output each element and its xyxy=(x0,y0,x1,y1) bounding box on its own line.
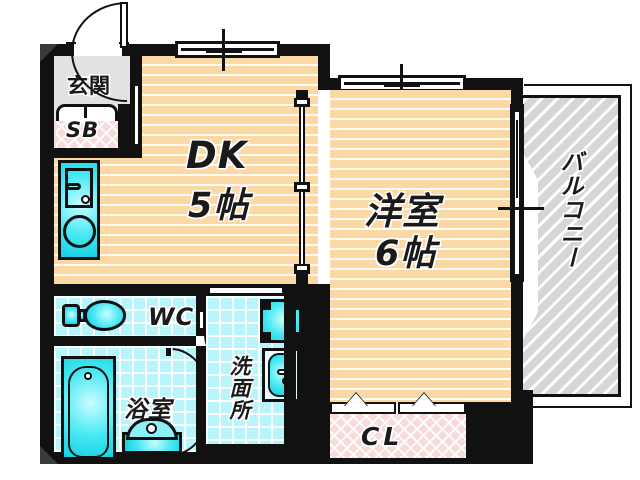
closet-door-left-arrow xyxy=(344,392,368,406)
fixture-toilet-bowl xyxy=(84,300,126,331)
balcony-door-tick-v xyxy=(520,194,523,222)
wall-left-outer xyxy=(40,44,54,464)
sliding-door-jamb-bottom-slot xyxy=(297,266,307,270)
room-bedroom-floor xyxy=(330,90,511,402)
window-dk-tick-v xyxy=(222,29,225,71)
label-closet: CL xyxy=(361,422,404,451)
balcony-rail-bottom xyxy=(519,394,621,397)
balcony-rail-right xyxy=(618,95,621,397)
sink-faucet xyxy=(66,183,81,190)
sink-knob xyxy=(81,195,90,204)
wall-washroom-right xyxy=(284,296,296,452)
wall-bedroom-left2 xyxy=(308,284,330,464)
bathtub-drain xyxy=(84,372,92,380)
wall-right-bedroom-upper xyxy=(511,78,523,108)
washer-corner-bl xyxy=(263,332,271,340)
room-balcony xyxy=(520,96,620,396)
wall-step-vertical xyxy=(318,44,330,90)
window-dk-tick-h xyxy=(206,51,242,53)
balcony-outer-frame xyxy=(524,84,632,408)
room-closet-floor xyxy=(330,414,466,458)
wall-bath-washroom xyxy=(196,296,206,312)
label-dk-area: 5帖 xyxy=(188,186,250,226)
bath-basin-knob xyxy=(146,423,157,434)
balcony-rail-top xyxy=(519,95,621,98)
label-dk: DK xyxy=(186,134,248,177)
genkan-door-panel xyxy=(133,84,140,146)
label-bedroom: 洋室 xyxy=(364,190,440,233)
wall-closet-right xyxy=(466,402,512,464)
wall-genkan-bottom xyxy=(54,148,142,158)
closet-door-right-arrow xyxy=(412,392,436,406)
wall-right-step xyxy=(511,390,533,464)
fixture-shoe-box xyxy=(56,119,118,148)
label-wc: WC xyxy=(148,303,195,331)
sliding-door-jamb-mid-slot xyxy=(297,185,307,189)
label-bedroom-area: 6帖 xyxy=(375,234,437,274)
balcony-door-sash xyxy=(516,120,518,198)
label-washroom: 洗面所 xyxy=(227,355,251,421)
entrance-door-leaf-inner xyxy=(122,4,126,46)
window-bedroom-tick-h xyxy=(384,85,420,87)
label-sb: SB xyxy=(66,118,100,142)
label-balcony: バルコニー xyxy=(556,150,582,270)
washroom-door-opening[interactable] xyxy=(208,286,284,295)
window-dk-sash xyxy=(181,48,274,51)
wall-wc-bottom xyxy=(40,336,196,346)
shoe-box-door-arc xyxy=(56,104,118,121)
wall-right-bedroom-lower xyxy=(511,278,523,398)
wall-washroom-bottom xyxy=(196,444,308,464)
bathtub-inner xyxy=(68,366,109,458)
stove-burner xyxy=(63,215,96,248)
bathroom-door-leaf[interactable] xyxy=(166,348,171,356)
sliding-door-jamb-top-slot xyxy=(297,100,307,104)
washer-corner-tl xyxy=(263,302,271,310)
shoe-box-handle xyxy=(84,104,87,118)
